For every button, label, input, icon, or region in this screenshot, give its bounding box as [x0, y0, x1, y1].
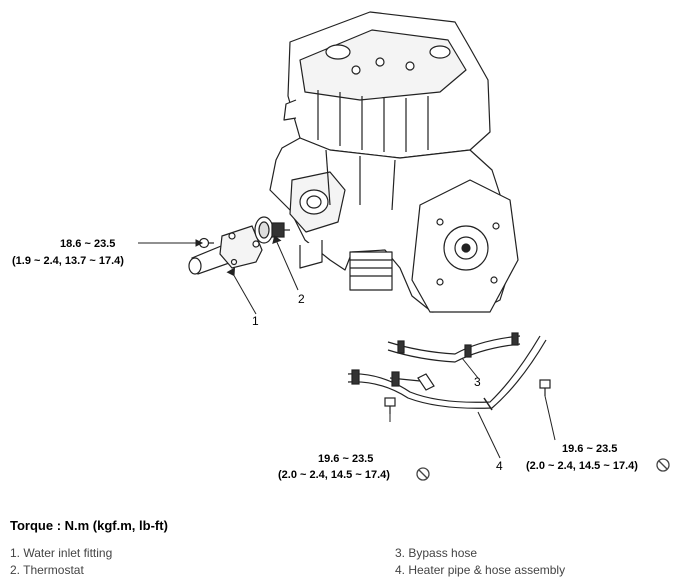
bolt-icon — [198, 237, 214, 249]
leader-lines — [138, 235, 556, 459]
legend-item: 4. Heater pipe & hose assembly — [395, 563, 566, 577]
legend-item: 2. Thermostat — [10, 563, 84, 577]
callout-3: 3 — [474, 375, 481, 389]
callout-4: 4 — [496, 459, 503, 473]
water-inlet-fitting-part — [188, 225, 263, 275]
callout-2: 2 — [298, 292, 305, 306]
callout-numbers: 1 2 3 4 — [252, 292, 503, 473]
no-reuse-icon — [656, 458, 670, 472]
engine-block-illustration — [269, 11, 519, 313]
bypass-hose-part — [387, 332, 521, 363]
heater-pipe-assembly-part — [347, 335, 547, 411]
torque-spec-c-conversion: (2.0 ~ 2.4, 14.5 ~ 17.4) — [526, 460, 638, 472]
torque-spec-c-value: 19.6 ~ 23.5 — [562, 443, 617, 455]
no-reuse-icon — [416, 467, 430, 481]
parts-legend-right: 3. Bypass hose 4. Heater pipe & hose ass… — [395, 545, 565, 579]
thermostat-part — [254, 216, 290, 244]
torque-spec-a-value: 18.6 ~ 23.5 — [60, 238, 115, 250]
torque-spec-b-conversion: (2.0 ~ 2.4, 14.5 ~ 17.4) — [278, 469, 390, 481]
torque-spec-a-conversion: (1.9 ~ 2.4, 13.7 ~ 17.4) — [12, 255, 124, 267]
parts-legend-left: 1. Water inlet fitting 2. Thermostat — [10, 545, 112, 579]
legend-item: 3. Bypass hose — [395, 546, 478, 560]
parts-diagram: 1 2 3 4 18.6 ~ 23.5 (1.9 ~ 2.4, 13.7 ~ 1… — [12, 11, 670, 481]
torque-spec-labels: 18.6 ~ 23.5 (1.9 ~ 2.4, 13.7 ~ 17.4) 19.… — [12, 238, 638, 481]
torque-units-title: Torque : N.m (kgf.m, lb-ft) — [10, 518, 168, 533]
bolt-icon — [384, 379, 551, 414]
callout-1: 1 — [252, 314, 259, 328]
torque-spec-b-value: 19.6 ~ 23.5 — [318, 453, 373, 465]
legend-item: 1. Water inlet fitting — [10, 546, 113, 560]
